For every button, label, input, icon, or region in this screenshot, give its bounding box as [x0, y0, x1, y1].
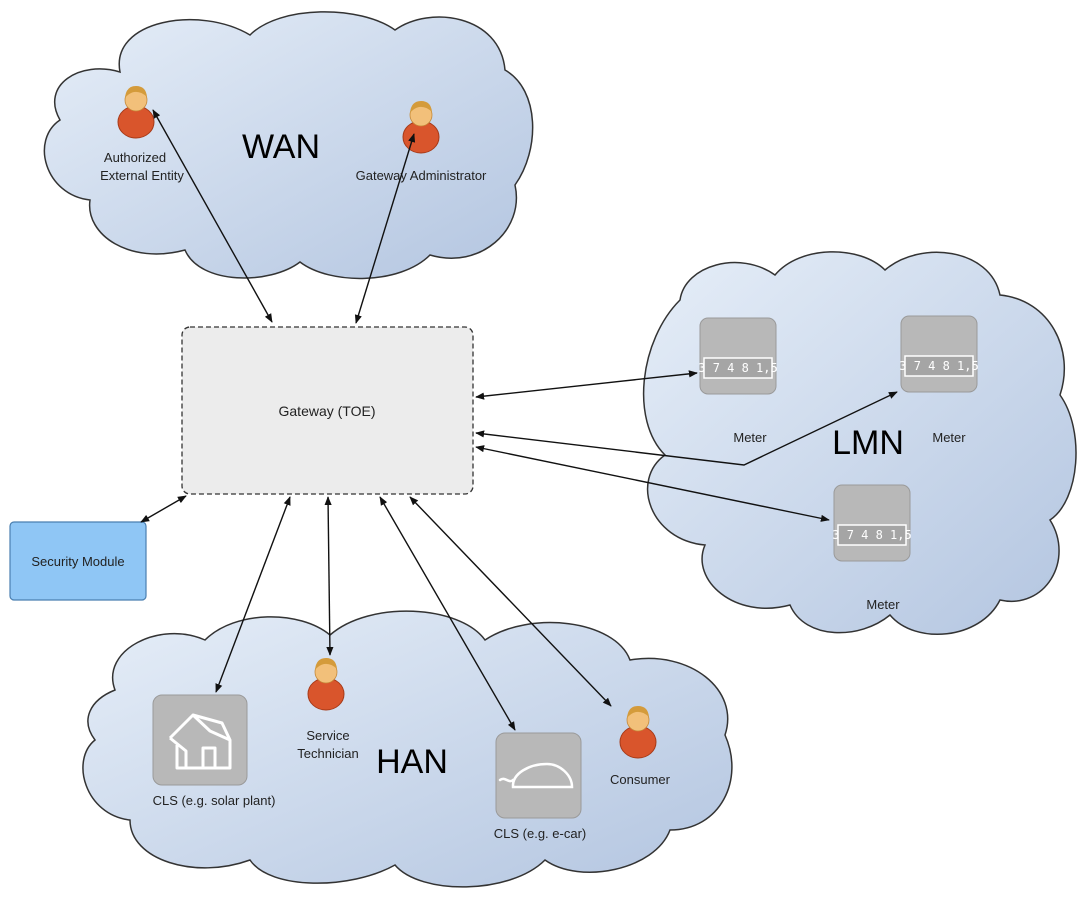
gateway-label: Gateway (TOE)	[279, 403, 376, 419]
meter-1-label: Meter	[733, 430, 767, 445]
cls-solar-label: CLS (e.g. solar plant)	[153, 793, 276, 808]
authorized-label-line1: Authorized	[104, 150, 166, 165]
service-technician[interactable]: Service Technician	[297, 657, 359, 761]
gateway-node[interactable]: Gateway (TOE)	[181, 326, 474, 495]
cls-ecar-box	[495, 732, 582, 819]
security-module-label: Security Module	[31, 554, 124, 569]
link-gateway-meter3	[475, 445, 830, 522]
meter-icon	[833, 484, 911, 562]
consumer[interactable]: Consumer	[610, 705, 671, 787]
meter-2-label: Meter	[932, 430, 966, 445]
meter-2[interactable]: 3 7 4 8 1,5 Meter	[899, 315, 979, 445]
security-module-node[interactable]: Security Module	[9, 521, 147, 601]
cls-solar-plant[interactable]: CLS (e.g. solar plant)	[152, 694, 276, 808]
wan-label: WAN	[242, 128, 320, 166]
cls-ecar[interactable]: CLS (e.g. e-car)	[494, 732, 586, 841]
authorized-label-line2: External Entity	[100, 168, 184, 183]
service-label-line1: Service	[306, 728, 349, 743]
meter-2-digits: 3 7 4 8 1,5	[899, 359, 978, 373]
meter-icon	[699, 317, 777, 395]
meter-3[interactable]: 3 7 4 8 1,5 Meter	[832, 484, 912, 612]
link-admin-gateway	[354, 133, 416, 324]
service-label-line2: Technician	[297, 746, 358, 761]
link-gateway-security	[140, 495, 187, 523]
link-gateway-cls-solar	[215, 496, 291, 693]
meter-3-label: Meter	[866, 597, 900, 612]
link-gateway-consumer	[409, 496, 612, 707]
link-authorized-gateway	[152, 109, 273, 323]
meter-1-digits: 3 7 4 8 1,5	[698, 361, 777, 375]
consumer-label: Consumer	[610, 772, 671, 787]
gateway-admin-label: Gateway Administrator	[356, 168, 487, 183]
car-icon	[498, 762, 574, 789]
cls-ecar-label: CLS (e.g. e-car)	[494, 826, 586, 841]
lmn-label: LMN	[832, 424, 904, 462]
link-gateway-technician	[324, 496, 334, 656]
meter-icon	[900, 315, 978, 393]
house-icon	[168, 713, 232, 770]
meter-3-digits: 3 7 4 8 1,5	[832, 528, 911, 542]
han-label: HAN	[376, 743, 448, 781]
connectors	[140, 109, 898, 731]
cls-solar-box	[152, 694, 248, 786]
